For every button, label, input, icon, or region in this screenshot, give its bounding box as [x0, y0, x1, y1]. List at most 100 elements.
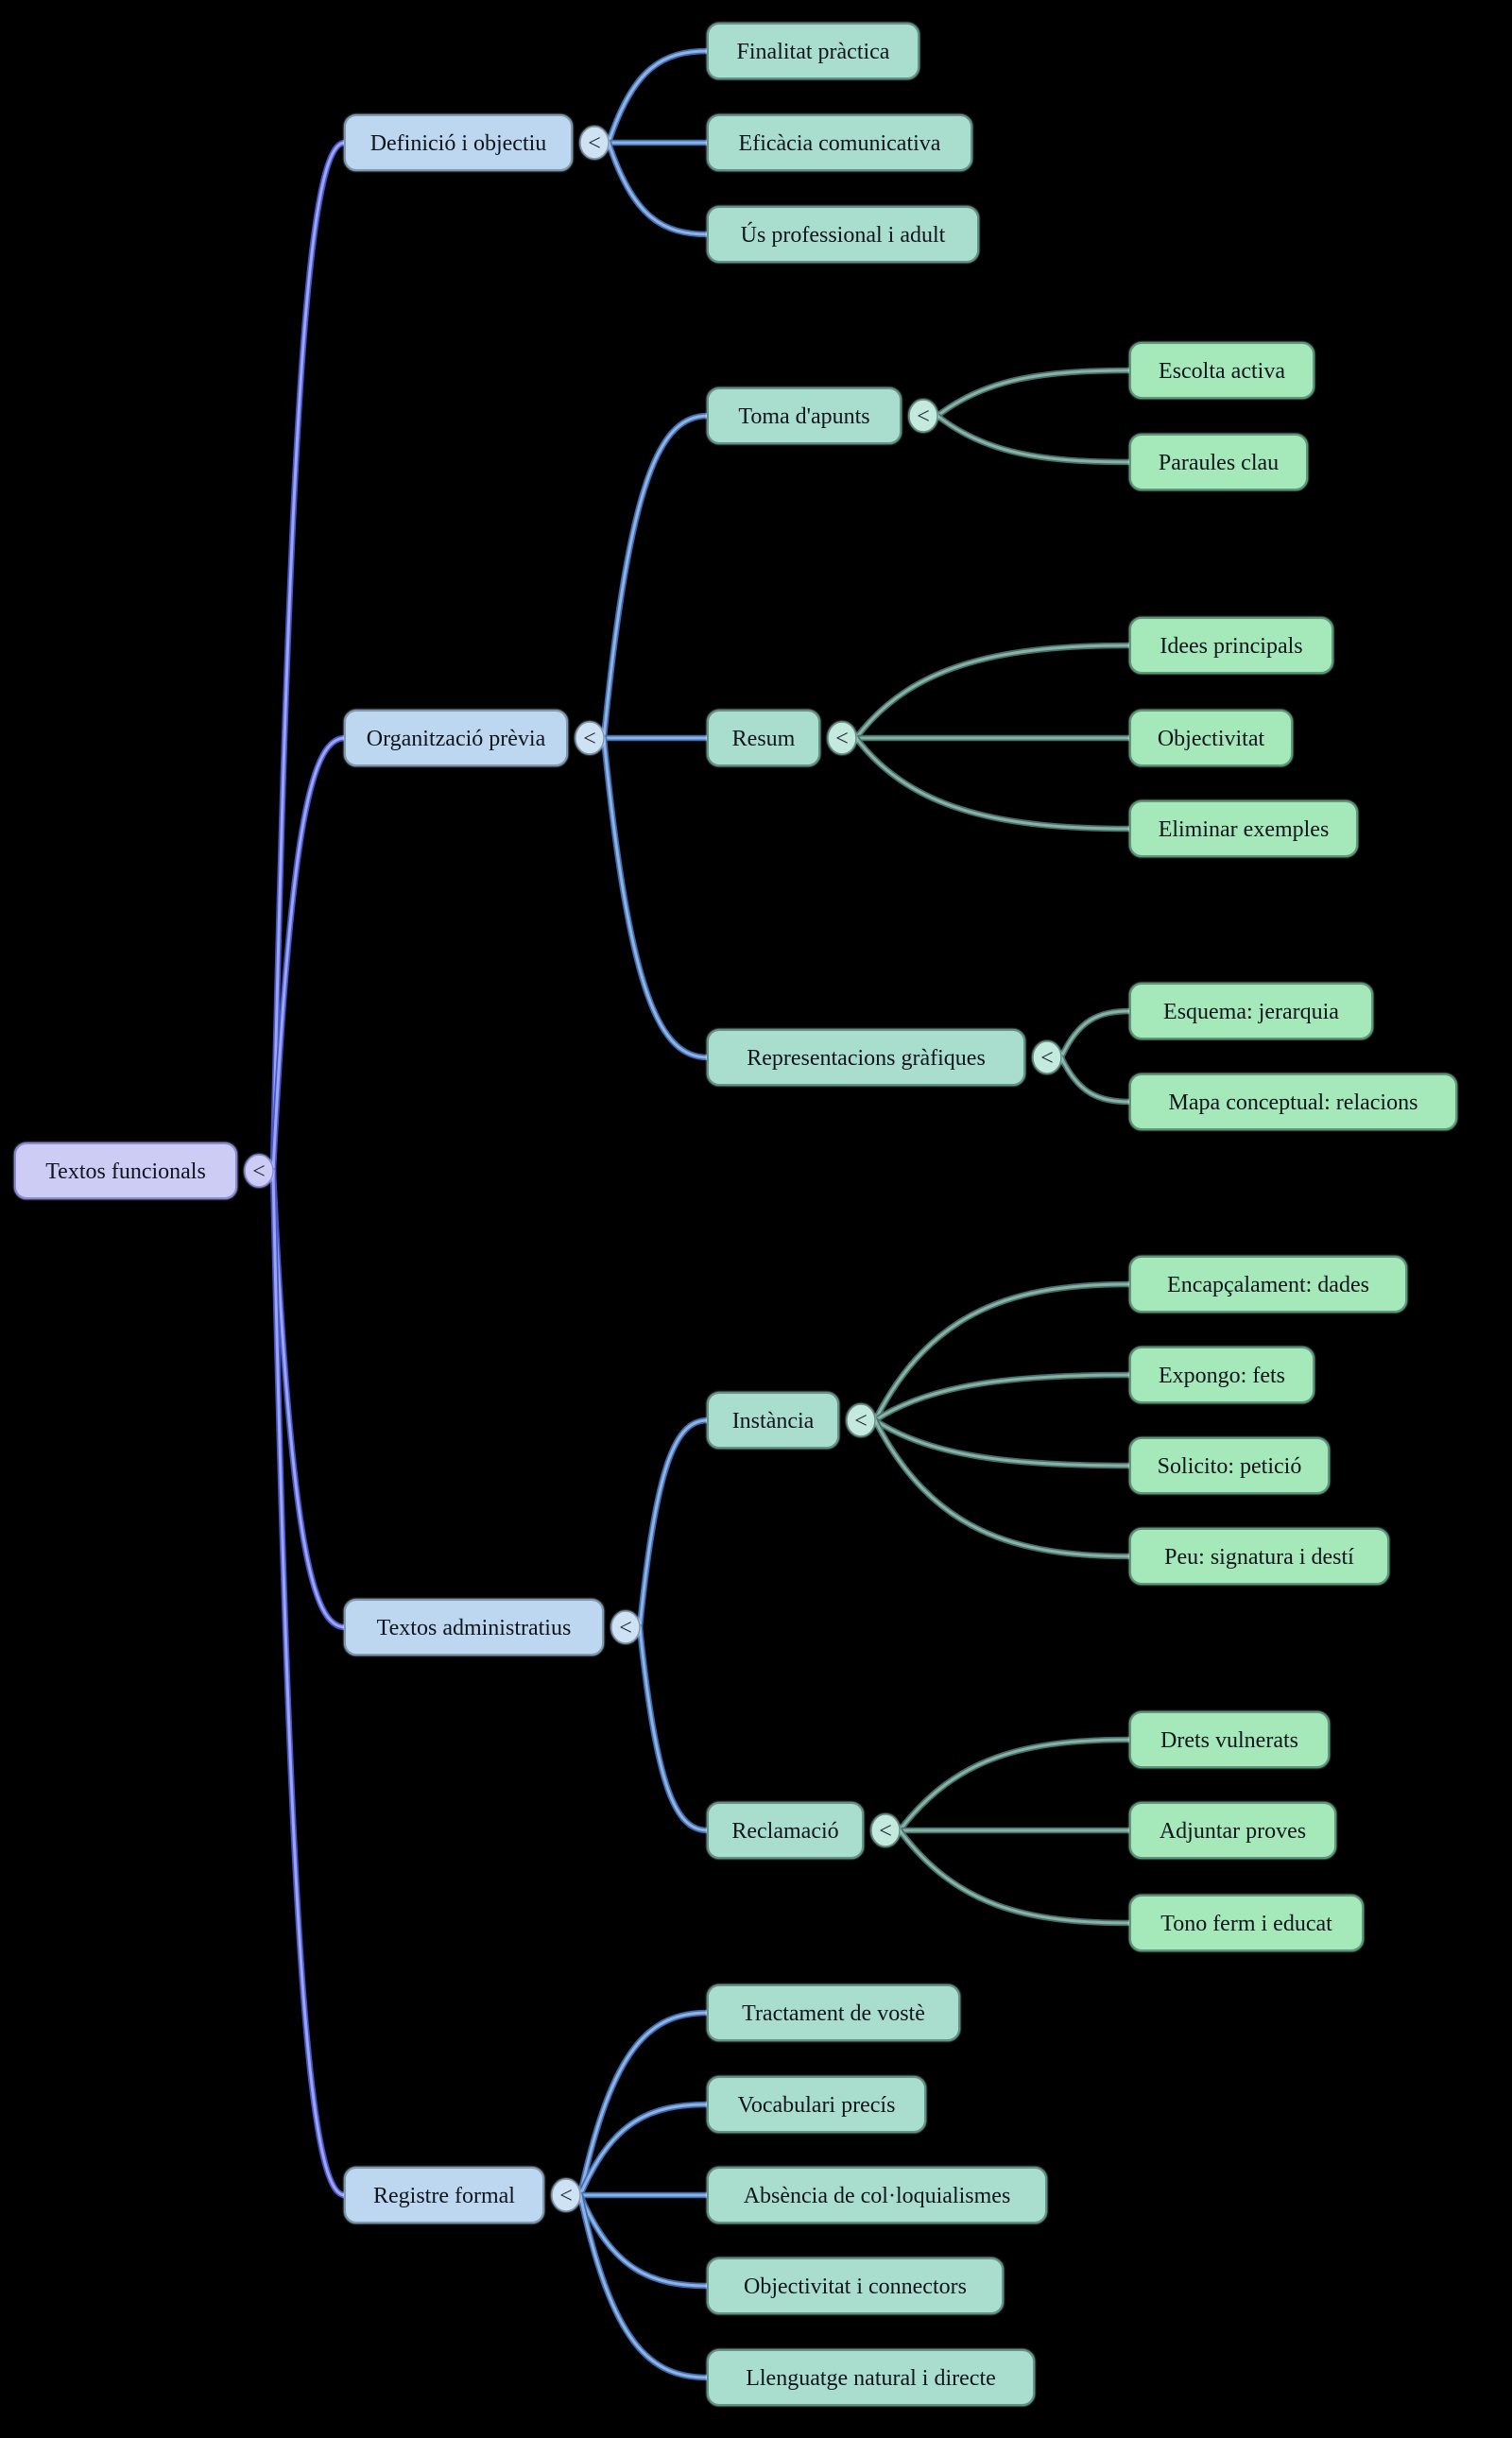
node-idees[interactable]: Idees principals: [1129, 617, 1333, 674]
node-org[interactable]: Organització prèvia: [344, 710, 568, 766]
node-objv[interactable]: Objectivitat: [1129, 710, 1293, 766]
node-lleng[interactable]: Llenguatge natural i directe: [707, 2349, 1035, 2406]
node-enc[interactable]: Encapçalament: dades: [1129, 1256, 1407, 1313]
node-box-esc[interactable]: [1129, 342, 1314, 399]
collapse-circle-def[interactable]: [579, 126, 610, 160]
node-drets[interactable]: Drets vulnerats: [1129, 1711, 1330, 1768]
node-reg[interactable]: Registre formal: [344, 2167, 544, 2223]
node-box-us[interactable]: [707, 206, 979, 263]
edge-highlight-org-repr: [602, 736, 710, 1059]
node-box-root[interactable]: [14, 1142, 237, 1199]
edge-recl-drets: [896, 1736, 1134, 1834]
collapse-circle-resum[interactable]: [827, 721, 857, 755]
node-box-mapa[interactable]: [1129, 1073, 1457, 1130]
node-box-org[interactable]: [344, 710, 568, 766]
node-box-adj[interactable]: [1129, 1802, 1336, 1859]
node-resum[interactable]: Resum: [707, 710, 820, 766]
node-label-mapa: Mapa conceptual: relacions: [1169, 1090, 1418, 1115]
collapse-circle-root[interactable]: [244, 1154, 274, 1188]
node-mapa[interactable]: Mapa conceptual: relacions: [1129, 1073, 1457, 1130]
node-box-reg[interactable]: [344, 2167, 544, 2223]
node-box-peu[interactable]: [1129, 1528, 1389, 1585]
edge-highlight-inst-enc: [873, 1282, 1132, 1422]
node-efi[interactable]: Eficàcia comunicativa: [707, 114, 972, 171]
node-box-sol[interactable]: [1129, 1437, 1330, 1494]
edge-highlight-recl-drets: [898, 1738, 1132, 1832]
node-label-sol: Solicito: petició: [1158, 1454, 1302, 1479]
node-us[interactable]: Ús professional i adult: [707, 206, 979, 263]
node-box-resum[interactable]: [707, 710, 820, 766]
node-root[interactable]: Textos funcionals: [14, 1142, 237, 1199]
node-box-abse[interactable]: [707, 2167, 1047, 2223]
node-voca[interactable]: Vocabulari precís: [707, 2076, 926, 2133]
collapse-circle-repr[interactable]: [1032, 1040, 1062, 1074]
edge-highlight-root-reg: [271, 1169, 347, 2197]
edge-highlight-inst-sol: [873, 1418, 1132, 1468]
node-box-lleng[interactable]: [707, 2349, 1035, 2406]
node-def[interactable]: Definició i objectiu: [344, 114, 573, 171]
edge-adm-inst: [636, 1416, 712, 1631]
node-box-efi[interactable]: [707, 114, 972, 171]
node-box-par[interactable]: [1129, 434, 1308, 490]
edge-recl-tono: [896, 1827, 1134, 1927]
collapse-button-org[interactable]: <: [575, 721, 605, 755]
node-box-elim[interactable]: [1129, 800, 1358, 857]
node-peu[interactable]: Peu: signatura i destí: [1129, 1528, 1389, 1585]
node-trac[interactable]: Tractament de vostè: [707, 1984, 960, 2041]
collapse-button-adm[interactable]: <: [610, 1610, 641, 1644]
node-esc[interactable]: Escolta activa: [1129, 342, 1314, 399]
node-exp[interactable]: Expongo: fets: [1129, 1347, 1314, 1403]
node-toma[interactable]: Toma d'apunts: [707, 387, 902, 444]
collapse-circle-inst[interactable]: [846, 1403, 876, 1437]
node-box-objc[interactable]: [707, 2258, 1004, 2314]
collapse-button-def[interactable]: <: [579, 126, 610, 160]
node-box-recl[interactable]: [707, 1802, 864, 1859]
edge-highlight-def-fin: [607, 49, 710, 145]
node-box-drets[interactable]: [1129, 1711, 1330, 1768]
node-box-exp[interactable]: [1129, 1347, 1314, 1403]
node-tono[interactable]: Tono ferm i educat: [1129, 1895, 1364, 1951]
node-fin[interactable]: Finalitat pràctica: [707, 23, 919, 79]
node-adm[interactable]: Textos administratius: [344, 1599, 604, 1656]
node-abse[interactable]: Absència de col·loquialismes: [707, 2167, 1047, 2223]
collapse-circle-org[interactable]: [575, 721, 605, 755]
node-box-tono[interactable]: [1129, 1895, 1364, 1951]
node-box-toma[interactable]: [707, 387, 902, 444]
node-elim[interactable]: Eliminar exemples: [1129, 800, 1358, 857]
collapse-circle-recl[interactable]: [870, 1813, 901, 1847]
collapse-circle-adm[interactable]: [610, 1610, 641, 1644]
edge-highlight-adm-inst: [638, 1418, 710, 1629]
collapse-button-toma[interactable]: <: [908, 399, 938, 433]
node-sol[interactable]: Solicito: petició: [1129, 1437, 1330, 1494]
collapse-button-inst[interactable]: <: [846, 1403, 876, 1437]
node-inst[interactable]: Instància: [707, 1392, 839, 1449]
collapse-circle-reg[interactable]: [551, 2178, 581, 2212]
collapse-button-recl[interactable]: <: [870, 1813, 901, 1847]
node-adj[interactable]: Adjuntar proves: [1129, 1802, 1336, 1859]
node-label-esc: Escolta activa: [1159, 359, 1285, 384]
node-recl[interactable]: Reclamació: [707, 1802, 864, 1859]
node-box-esq[interactable]: [1129, 983, 1373, 1039]
node-box-trac[interactable]: [707, 1984, 960, 2041]
collapse-button-repr[interactable]: <: [1032, 1040, 1062, 1074]
node-box-adm[interactable]: [344, 1599, 604, 1656]
collapse-circle-toma[interactable]: [908, 399, 938, 433]
node-box-voca[interactable]: [707, 2076, 926, 2133]
node-box-enc[interactable]: [1129, 1256, 1407, 1313]
node-objc[interactable]: Objectivitat i connectors: [707, 2258, 1004, 2314]
node-box-repr[interactable]: [707, 1029, 1025, 1086]
collapse-button-root[interactable]: <: [244, 1154, 274, 1188]
node-box-objv[interactable]: [1129, 710, 1293, 766]
node-box-def[interactable]: [344, 114, 573, 171]
node-repr[interactable]: Representacions gràfiques: [707, 1029, 1025, 1086]
node-label-lleng: Llenguatge natural i directe: [746, 2366, 996, 2391]
node-esq[interactable]: Esquema: jerarquia: [1129, 983, 1373, 1039]
node-box-fin[interactable]: [707, 23, 919, 79]
node-box-inst[interactable]: [707, 1392, 839, 1449]
node-box-idees[interactable]: [1129, 617, 1333, 674]
collapse-button-resum[interactable]: <: [827, 721, 857, 755]
node-label-peu: Peu: signatura i destí: [1164, 1545, 1354, 1570]
collapse-button-reg[interactable]: <: [551, 2178, 581, 2212]
node-par[interactable]: Paraules clau: [1129, 434, 1308, 490]
